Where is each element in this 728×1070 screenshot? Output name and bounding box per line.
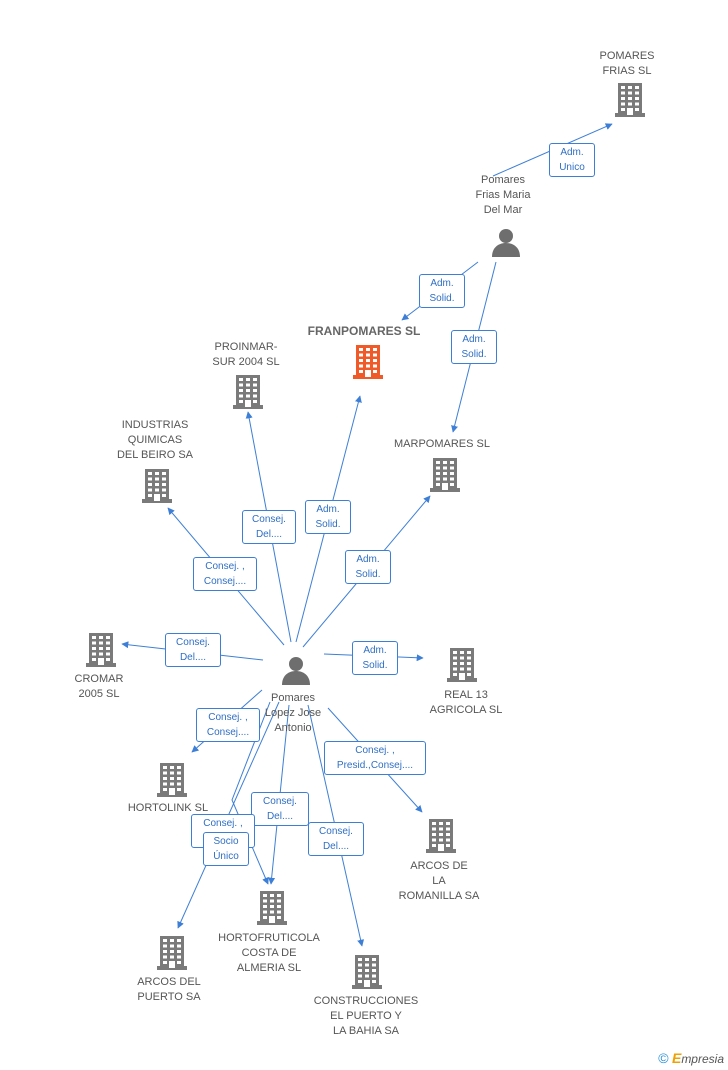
building-icon[interactable] [426,819,456,858]
node-label-pomares-lopez[interactable]: Pomares Lopez Jose Antonio [264,692,322,734]
node-label-pomares-frias-sl[interactable]: POMARES FRIAS SL [599,50,655,77]
edge-label-adm-marpomares[interactable]: Adm. Solid. [345,550,391,584]
person-icon[interactable] [281,655,311,690]
edge-label-adm-pomares-frias-sl[interactable]: Adm. Unico [549,143,595,177]
building-icon[interactable] [353,345,383,384]
edge-label-consej-hortolink[interactable]: Consej. , Consej.... [196,708,260,742]
building-icon[interactable] [157,763,187,802]
node-label-proinmar[interactable]: PROINMAR- SUR 2004 SL [212,341,280,368]
edge-label-socio-arcos-puerto[interactable]: Socio Único [203,832,249,866]
building-icon[interactable] [86,633,116,672]
edge-label-consej-hortofruticola[interactable]: Consej. Del.... [251,792,309,826]
building-icon[interactable] [157,936,187,975]
node-label-franpomares[interactable]: FRANPOMARES SL [307,324,421,338]
brand-initial: E [671,1050,682,1066]
node-label-pomares-frias-maria[interactable]: Pomares Frias Maria Del Mar [475,174,531,216]
empresia-watermark: © Empresia [658,1050,724,1066]
edge-label-consej-construcciones[interactable]: Consej. Del.... [308,822,364,856]
edge-label-adm-franpomares[interactable]: Adm. Solid. [305,500,351,534]
edge-label-adm-marpomares[interactable]: Adm. Solid. [451,330,497,364]
node-label-construcciones[interactable]: CONSTRUCCIONES EL PUERTO Y LA BAHIA SA [313,995,419,1037]
node-label-hortofruticola[interactable]: HORTOFRUTICOLA COSTA DE ALMERIA SL [218,932,320,974]
building-icon[interactable] [352,955,382,994]
copyright-symbol: © [658,1050,669,1066]
node-label-industrias[interactable]: INDUSTRIAS QUIMICAS DEL BEIRO SA [116,419,193,461]
edge-label-consej-proinmar[interactable]: Consej. Del.... [242,510,296,544]
edge-label-adm-real13[interactable]: Adm. Solid. [352,641,398,675]
edge-label-consej-cromar[interactable]: Consej. Del.... [165,633,221,667]
edge-label-consej-arcos-romanilla[interactable]: Consej. , Presid.,Consej.... [324,741,426,775]
building-icon[interactable] [233,375,263,414]
node-label-hortolink[interactable]: HORTOLINK SL [127,802,209,814]
building-icon[interactable] [430,458,460,497]
building-icon[interactable] [447,648,477,687]
building-icon[interactable] [615,83,645,122]
edge-label-consej-industrias[interactable]: Consej. , Consej.... [193,557,257,591]
node-label-marpomares[interactable]: MARPOMARES SL [394,438,490,450]
brand-name: mpresia [681,1052,724,1066]
building-icon[interactable] [257,891,287,930]
node-label-arcos-romanilla[interactable]: ARCOS DE LA ROMANILLA SA [398,860,480,902]
person-icon[interactable] [491,227,521,262]
node-label-real13[interactable]: REAL 13 AGRICOLA SL [429,689,503,716]
node-label-cromar[interactable]: CROMAR 2005 SL [74,673,124,700]
building-icon[interactable] [142,469,172,508]
edge-label-adm-franpomares[interactable]: Adm. Solid. [419,274,465,308]
node-label-arcos-puerto[interactable]: ARCOS DEL PUERTO SA [137,976,201,1003]
